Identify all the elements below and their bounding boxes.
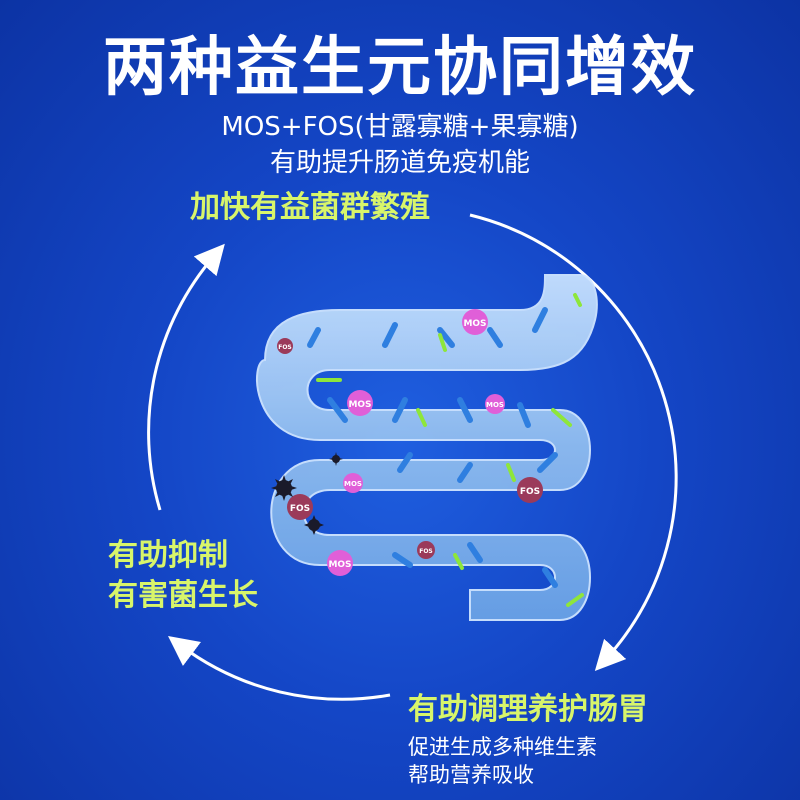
bacteria-icon — [532, 307, 548, 333]
subtitle-ingredients: MOS+FOS(甘露寡糖+果寡糖) — [221, 112, 579, 142]
svg-text:MOS: MOS — [344, 480, 362, 488]
bacteria-icon — [392, 552, 413, 568]
bacteria-icon — [307, 327, 321, 348]
benefit-left-label: 有助抑制 有害菌生长 — [108, 536, 308, 616]
svg-text:MOS: MOS — [486, 401, 504, 409]
page-title: 两种益生元协同增效 — [103, 31, 697, 105]
svg-text:MOS: MOS — [328, 560, 351, 570]
svg-text:FOS: FOS — [520, 487, 540, 497]
bacteria-icon — [392, 397, 408, 423]
virus-icon — [271, 475, 297, 501]
benefit-top-label: 加快有益菌群繁殖 — [190, 190, 430, 225]
subtitle-benefit: 有助提升肠道免疫机能 — [269, 148, 530, 178]
svg-text:FOS: FOS — [419, 548, 433, 555]
fos-particles: FOS FOS FOS FOS — [277, 338, 543, 559]
benefit-left-line2: 有害菌生长 — [108, 578, 258, 613]
bacteria-icon — [327, 397, 348, 423]
bacteria-icon — [467, 542, 483, 563]
cycle-arrow-icon — [147, 243, 225, 511]
cycle-arrow-icon — [168, 635, 391, 701]
virus-icon — [329, 452, 343, 466]
bacteria-icon — [457, 397, 473, 423]
bacteria-icon — [487, 327, 503, 348]
bacteria-icon — [517, 402, 531, 428]
green-rods — [316, 293, 584, 607]
bacteria-icon — [397, 452, 413, 473]
virus-icon — [304, 515, 324, 535]
note-absorption: 帮助营养吸收 — [408, 763, 534, 787]
probiotic-group — [307, 307, 558, 588]
svg-text:FOS: FOS — [290, 504, 310, 514]
bacteria-icon — [382, 322, 398, 348]
benefit-bottom-label: 有助调理养护肠胃 — [408, 692, 648, 727]
cycle-arrow-icon — [469, 213, 678, 672]
cycle-arrows — [147, 213, 678, 701]
svg-text:MOS: MOS — [348, 400, 371, 410]
bacteria-icon — [537, 452, 558, 473]
bacteria-icon — [457, 462, 473, 483]
svg-text:FOS: FOS — [278, 344, 292, 351]
benefit-left-line1: 有助抑制 — [108, 538, 228, 573]
mos-particles: MOS MOS MOS MOS MOS — [327, 309, 505, 576]
bacteria-icon — [437, 327, 455, 348]
bacteria-icon — [542, 567, 558, 588]
harmful-bacteria — [271, 452, 343, 535]
svg-text:MOS: MOS — [463, 319, 486, 329]
note-vitamins: 促进生成多种维生素 — [408, 735, 597, 759]
